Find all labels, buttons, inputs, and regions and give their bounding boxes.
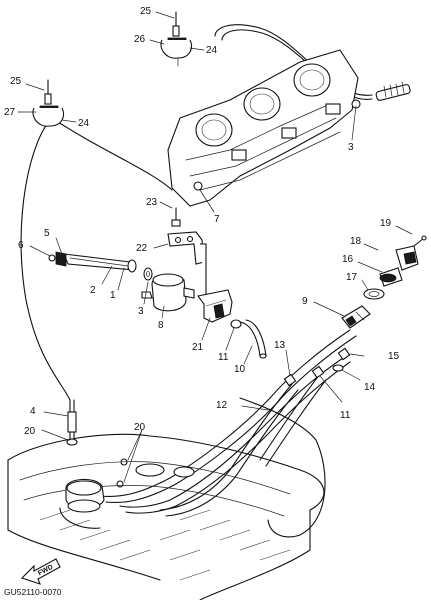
callout-25-top: 25 [140, 6, 152, 17]
carburetor-assembly [167, 49, 361, 207]
callout-21: 21 [192, 342, 204, 353]
clamp-assembly-left [32, 79, 65, 127]
callout-11-left: 11 [218, 352, 229, 363]
fuel-filter [141, 273, 195, 312]
callout-26: 26 [134, 34, 146, 45]
fuel-fitting-9 [341, 305, 371, 329]
callout-16: 16 [342, 254, 354, 265]
callout-1: 1 [110, 290, 116, 301]
cap-assembly [363, 235, 427, 300]
cable-end-4 [67, 411, 77, 433]
washer-3 [143, 267, 153, 281]
callout-3-lower: 3 [138, 306, 144, 317]
bracket-part-22 [167, 207, 207, 296]
callout-2: 2 [90, 285, 96, 296]
callout-17: 17 [346, 272, 358, 283]
forward-arrow-icon: FWD [20, 558, 61, 585]
callout-4: 4 [30, 406, 36, 417]
callout-8: 8 [158, 320, 164, 331]
callout-10: 10 [234, 364, 246, 375]
callout-5: 5 [44, 228, 50, 239]
callout-24-left: 24 [78, 118, 90, 129]
callout-15: 15 [388, 351, 400, 362]
callout-18: 18 [350, 236, 362, 247]
hose-fittings [283, 347, 351, 387]
drawing-code: GU52110-0070 [4, 587, 62, 597]
fuel-hose-bundle [99, 329, 357, 517]
callout-25-left: 25 [10, 76, 22, 87]
callout-3-upper: 3 [348, 142, 354, 153]
leader-lines [17, 11, 413, 483]
callout-13: 13 [274, 340, 286, 351]
filter-holder [197, 289, 233, 323]
callout-20-left: 20 [24, 426, 36, 437]
fuel-tank [7, 433, 325, 600]
callout-22: 22 [136, 243, 148, 254]
cable-end-fitting [375, 81, 411, 101]
hose-10 [230, 319, 267, 359]
callout-23: 23 [146, 197, 158, 208]
callout-19: 19 [380, 218, 392, 229]
callout-6: 6 [18, 240, 24, 251]
callout-14: 14 [364, 382, 376, 393]
callout-24-top: 24 [206, 45, 218, 56]
clamp-assembly-top [160, 11, 193, 67]
callout-9: 9 [302, 296, 308, 307]
callout-7: 7 [214, 214, 220, 225]
cable-housing [48, 251, 137, 273]
callout-12: 12 [216, 400, 228, 411]
callout-27: 27 [4, 107, 16, 118]
callout-labels: 25 26 24 25 27 24 3 7 23 22 5 6 2 1 3 8 … [4, 6, 400, 437]
callout-11-right: 11 [340, 410, 351, 421]
callout-20-right: 20 [134, 422, 146, 433]
